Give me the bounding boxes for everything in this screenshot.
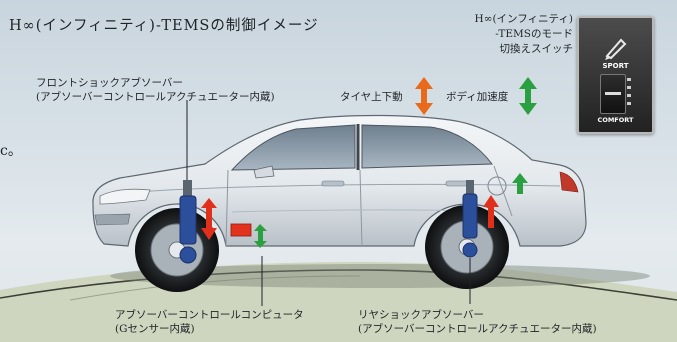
pen-icon — [605, 38, 627, 60]
body-accel-legend-arrow — [519, 77, 537, 115]
tire-updown-label: タイヤ上下動 — [340, 91, 403, 103]
rear-shock-absorber — [462, 180, 478, 304]
mode-switch-label-line2: -TEMSのモード — [495, 28, 573, 40]
tire-updown-legend-arrow — [415, 77, 433, 115]
diagram-title: H∞(インフィニティ)-TEMSの制御イメージ — [9, 18, 319, 34]
rear-shock-label-line2: (アブソーバーコントロールアクチュエーター内蔵) — [358, 323, 597, 335]
computer-label-line2: (Gセンサー内蔵) — [115, 323, 195, 335]
sport-mode-label: SPORT — [602, 62, 629, 70]
front-shock-absorber — [179, 100, 197, 264]
body-accel-arrow-rear — [512, 173, 528, 194]
mode-switch-knob[interactable] — [600, 74, 626, 114]
front-shock-label: フロントショックアブソーバー (アブソーバーコントロールアクチュエーター内蔵) — [36, 76, 275, 104]
absorber-control-computer — [230, 223, 252, 237]
body-accel-arrow-front — [254, 224, 267, 248]
front-tire-updown-arrow — [201, 198, 217, 240]
edge-text-fragment: c。 — [0, 143, 22, 159]
computer-label: アブソーバーコントロールコンピュータ (Gセンサー内蔵) — [115, 308, 304, 336]
rear-shock-label: リヤショックアブソーバー (アブソーバーコントロールアクチュエーター内蔵) — [358, 308, 597, 336]
body-accel-label: ボディ加速度 — [446, 91, 509, 103]
level-indicator — [627, 102, 631, 105]
computer-label-line1: アブソーバーコントロールコンピュータ — [115, 309, 304, 321]
mode-switch-panel[interactable]: SPORT COMFORT — [577, 16, 654, 134]
level-indicator — [627, 86, 631, 89]
mode-switch-label: H∞(インフィニティ) -TEMSのモード 切換えスイッチ — [475, 12, 573, 57]
front-shock-label-line1: フロントショックアブソーバー — [36, 77, 183, 89]
rear-shock-label-line1: リヤショックアブソーバー — [358, 309, 484, 321]
comfort-mode-label: COMFORT — [597, 116, 634, 124]
front-shock-label-line2: (アブソーバーコントロールアクチュエーター内蔵) — [36, 91, 275, 103]
mode-switch-label-line3: 切換えスイッチ — [499, 43, 574, 55]
level-indicator — [627, 94, 631, 97]
rear-tire-up-arrow — [483, 195, 499, 228]
mode-switch-label-line1: H∞(インフィニティ) — [474, 13, 573, 25]
rear-window — [361, 124, 493, 169]
front-window — [230, 124, 356, 171]
level-indicator — [627, 78, 631, 81]
